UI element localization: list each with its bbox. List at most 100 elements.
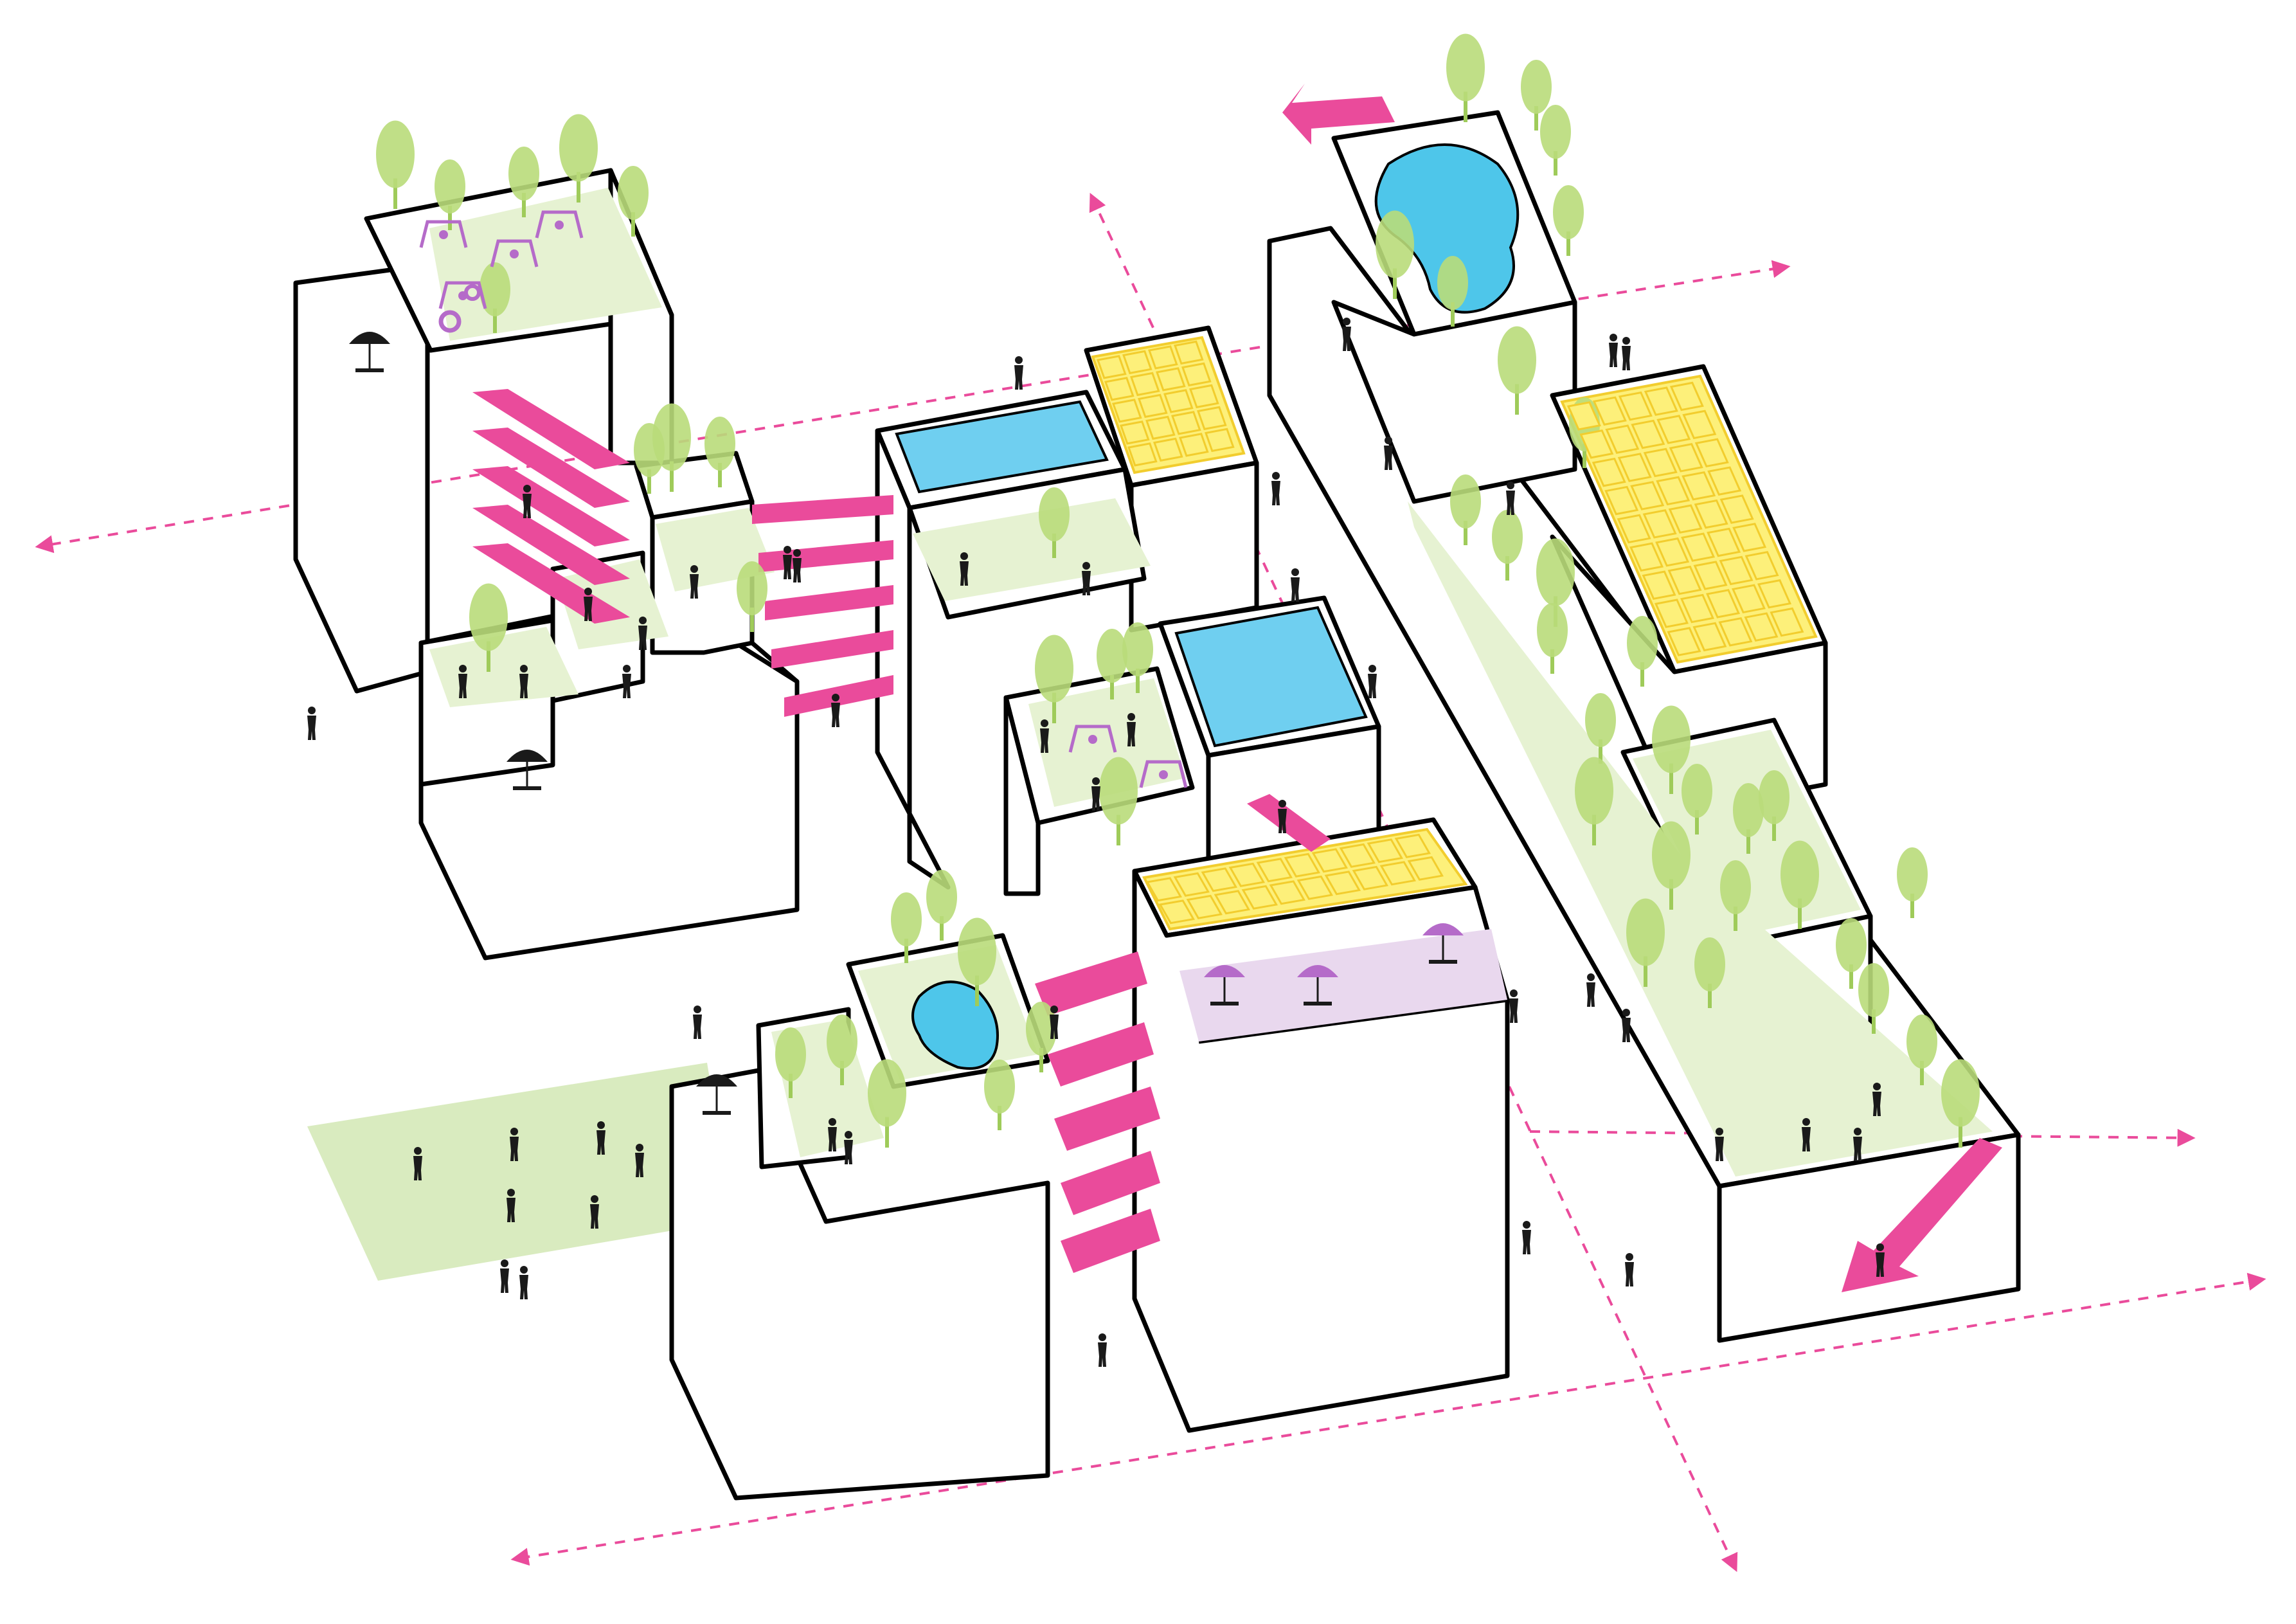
tree-icon [1026,1002,1057,1072]
solar-panel-icon [1618,391,1653,421]
tree-icon [1521,60,1552,131]
solar-panel-icon [1719,494,1754,524]
pool-b [895,400,1109,494]
bridge-e-4 [1061,1151,1160,1215]
person-icon [590,1195,599,1229]
umbrella-table-icon [1422,923,1464,964]
solar-panel-icon [1367,838,1404,863]
solar-panel-icon [1655,537,1690,567]
solar-panel-icon [1643,447,1678,478]
solar-panel-icon [1179,433,1209,457]
building-c-roof-features [1028,606,1368,807]
person-icon [783,546,792,579]
solar-panel-icon [1197,406,1227,431]
bridges [472,84,2002,1292]
solar-panel-icon [1171,411,1201,435]
solar-panel-icon [1642,570,1676,600]
tree-icon [926,870,957,941]
bridge-a-3 [472,466,630,546]
tree-icon [1553,185,1584,256]
solar-panel-icon [1682,471,1716,501]
solar-panel-icon [1642,509,1677,539]
person-icon [1271,472,1280,505]
umbrella-tables [349,332,1464,1115]
person-icon [1853,1128,1862,1161]
solar-panel-icon [1693,561,1728,590]
tree-icon [1492,510,1523,581]
solar-panel-icon [1668,504,1703,534]
tree-icon [984,1060,1015,1130]
umbrella-table-icon [507,750,548,790]
tree-icon [868,1059,906,1148]
person-icon [638,617,647,650]
person-icon [523,485,532,518]
person-icon [1098,1333,1107,1367]
person-icon [1506,482,1515,515]
linear-park-f [1408,501,1993,1177]
person-icon [693,1006,702,1039]
solar-panel-icon [1352,865,1389,890]
solar-panel-icon [1407,856,1444,881]
solar-panel-icon [1228,862,1266,887]
tree-icon [704,417,735,487]
playground-c [1028,678,1186,807]
pool-c [1174,606,1368,748]
person-icon [1368,665,1377,698]
tree-icon [1694,937,1725,1008]
solar-panel-icon [1241,885,1278,910]
play-equipment-icon [419,220,468,248]
solar-panel-icon [1644,386,1678,416]
tree-icon [1122,622,1153,693]
tree-icon [1450,474,1481,545]
play-equipment-icon [490,239,539,267]
person-icon [413,1147,422,1180]
solar-panel-icon [1681,532,1716,562]
person-icon [690,565,699,599]
bridge-e-5 [1061,1209,1160,1273]
person-icon [844,1131,853,1164]
solar-panel-icon [1566,401,1601,431]
person-icon [458,665,467,698]
solar-panel-icon [1757,579,1791,609]
tree-icon [1039,487,1070,558]
playfield [307,1063,733,1281]
person-icon [500,1259,509,1293]
person-icon [635,1144,644,1177]
tree-icon [1941,1059,1980,1148]
solar-panel-icon [1592,457,1626,487]
solar-panel-icon [1174,340,1204,365]
tree-icon [1652,821,1691,910]
solar-panel-icon [1205,428,1235,453]
tree-icon [958,917,996,1006]
ring-icon [438,310,462,333]
tree-icon [508,147,539,217]
tree-icon [1759,770,1789,841]
solar-panel-icon [1153,437,1183,462]
solar-grid-d [1145,833,1444,925]
bridge-a-2 [472,428,630,508]
tree-icon [1906,1015,1937,1085]
solar-panel-icon [1097,355,1127,379]
solar-panel-icon [1770,607,1804,637]
solar-panel-icon [1744,612,1779,642]
solar-panel-icon [1394,833,1431,858]
tree-icon [1097,629,1127,699]
solar-panel-icon [1324,871,1361,896]
solar-panel-icon [1145,877,1183,902]
person-icon [1014,356,1023,390]
solar-panel-icon [1605,424,1640,454]
solar-panel-icon [1201,867,1238,892]
tree-icon [1575,757,1613,845]
person-icon [1609,334,1618,367]
bridge-b-1 [752,495,893,524]
person-icon [828,1118,837,1151]
tree-icon [1627,616,1658,687]
solar-panel-icon [1667,627,1701,656]
building-b-front [875,428,951,890]
solar-panel-icon [1156,367,1186,392]
tree-icon [1780,840,1819,929]
tree-icon [1585,693,1616,764]
solar-panel-icon [1692,622,1727,652]
solar-panel-icon [1269,880,1306,905]
